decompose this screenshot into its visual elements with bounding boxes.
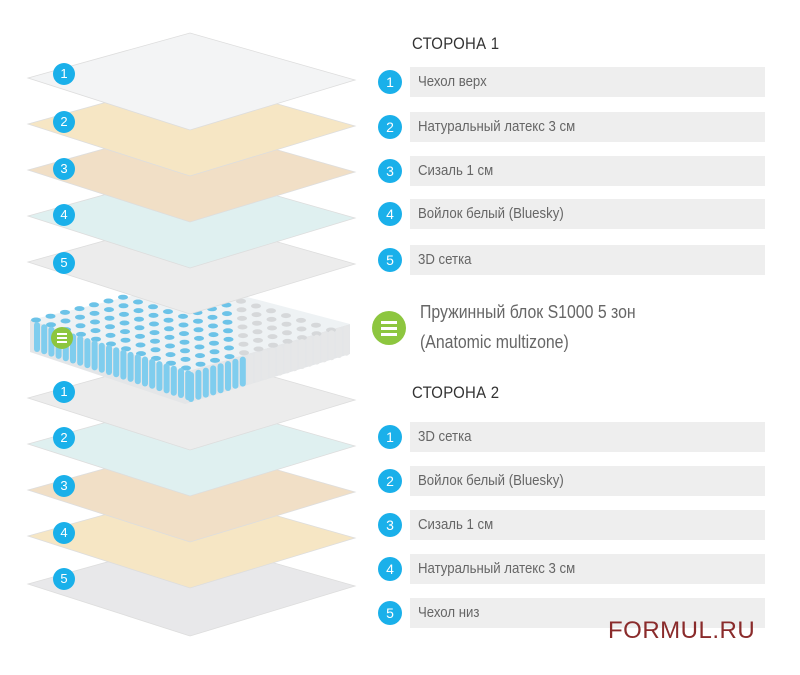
layer-label: Чехол низ: [418, 604, 480, 621]
row-background: [410, 554, 765, 584]
layer-badge: 4: [53, 522, 75, 544]
side2-layer-row: 3 Сизаль 1 см: [378, 510, 766, 540]
layer-label: Войлок белый (Bluesky): [418, 472, 564, 489]
number-badge: 2: [378, 115, 402, 139]
row-background: [410, 67, 765, 97]
layers-icon: [372, 311, 406, 345]
number-badge: 5: [378, 601, 402, 625]
layer-badge: 4: [53, 204, 75, 226]
side2-layer-row: 1 3D сетка: [378, 422, 766, 452]
row-background: [410, 510, 765, 540]
side2-layer-row: 2 Войлок белый (Bluesky): [378, 466, 766, 496]
side1-layer-row: 3 Сизаль 1 см: [378, 156, 766, 186]
layer-label: Натуральный латекс 3 см: [418, 560, 576, 577]
layer-label: Сизаль 1 см: [418, 516, 494, 533]
layer-badge: 2: [53, 111, 75, 133]
number-badge: 2: [378, 469, 402, 493]
layer-illustration: [26, 32, 357, 637]
number-badge: 4: [378, 557, 402, 581]
row-background: [410, 112, 765, 142]
layer-badge: 2: [53, 427, 75, 449]
side1-heading: СТОРОНА 1: [412, 34, 500, 53]
layer-label: Войлок белый (Bluesky): [418, 205, 564, 222]
side2-layer-row: 4 Натуральный латекс 3 см: [378, 554, 766, 584]
layer-label: 3D сетка: [418, 251, 472, 268]
side2-layer-row: 5 Чехол низ: [378, 598, 766, 628]
number-badge: 1: [378, 70, 402, 94]
row-background: [410, 598, 765, 628]
number-badge: 3: [378, 159, 402, 183]
spring-label-line2: (Anatomic multizone): [420, 332, 569, 352]
number-badge: 4: [378, 202, 402, 226]
side1-layer-row: 2 Натуральный латекс 3 см: [378, 112, 766, 142]
number-badge: 3: [378, 513, 402, 537]
row-background: [410, 245, 765, 275]
layer-label: Сизаль 1 см: [418, 162, 494, 179]
side1-layer-row: 1 Чехол верх: [378, 67, 766, 97]
side2-heading: СТОРОНА 2: [412, 383, 500, 402]
layer-label: 3D сетка: [418, 428, 472, 445]
side1-layer-row: 5 3D сетка: [378, 245, 766, 275]
side1-layer-1: [26, 32, 357, 131]
layers-icon: [51, 327, 73, 349]
number-badge: 5: [378, 248, 402, 272]
layer-badge: 1: [53, 381, 75, 403]
layer-badge: 5: [53, 568, 75, 590]
number-badge: 1: [378, 425, 402, 449]
layer-badge: 3: [53, 158, 75, 180]
row-background: [410, 422, 765, 452]
layer-label: Чехол верх: [418, 73, 487, 90]
layer-badge: 1: [53, 63, 75, 85]
row-background: [410, 199, 765, 229]
row-background: [410, 156, 765, 186]
layer-badge: 5: [53, 252, 75, 274]
side1-layer-row: 4 Войлок белый (Bluesky): [378, 199, 766, 229]
layer-label: Натуральный латекс 3 см: [418, 118, 576, 135]
spring-label-line1: Пружинный блок S1000 5 зон: [420, 302, 636, 322]
row-background: [410, 466, 765, 496]
watermark: FORMUL.RU: [608, 617, 756, 644]
layer-badge: 3: [53, 475, 75, 497]
